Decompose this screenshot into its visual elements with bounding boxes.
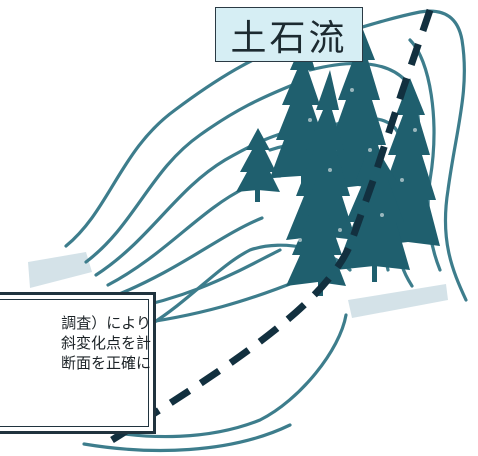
ground-band-left: [28, 252, 92, 288]
callout-text: 調査）により 斜変化点を計 断面を正確に: [0, 313, 151, 373]
ground-band-right: [348, 284, 448, 318]
callout-line: 斜変化点を計: [60, 334, 151, 352]
tree-icon: [286, 180, 346, 286]
contour-line: [110, 216, 264, 299]
title-label: 土石流: [215, 7, 363, 62]
survey-dashed-line: [110, 8, 434, 443]
contour-line: [84, 80, 302, 264]
tree-icon: [286, 70, 356, 240]
tree-icon: [336, 140, 410, 270]
contour-line: [106, 174, 282, 287]
contour-line: [98, 313, 348, 439]
tree-trunk: [255, 190, 260, 202]
tree-cluster: [236, 22, 440, 296]
callout-inner-frame: [0, 299, 149, 427]
tree-trunk: [372, 266, 377, 282]
callout-box: 調査）により 斜変化点を計 断面を正確に: [0, 292, 156, 434]
tree-trunk: [301, 176, 306, 188]
contour-line: [94, 126, 302, 277]
callout-line: 調査）により: [61, 314, 151, 332]
tree-icon: [236, 128, 280, 192]
contour-line: [82, 423, 292, 453]
callout-line: 断面を正確に: [60, 354, 151, 372]
contour-line: [298, 9, 468, 302]
